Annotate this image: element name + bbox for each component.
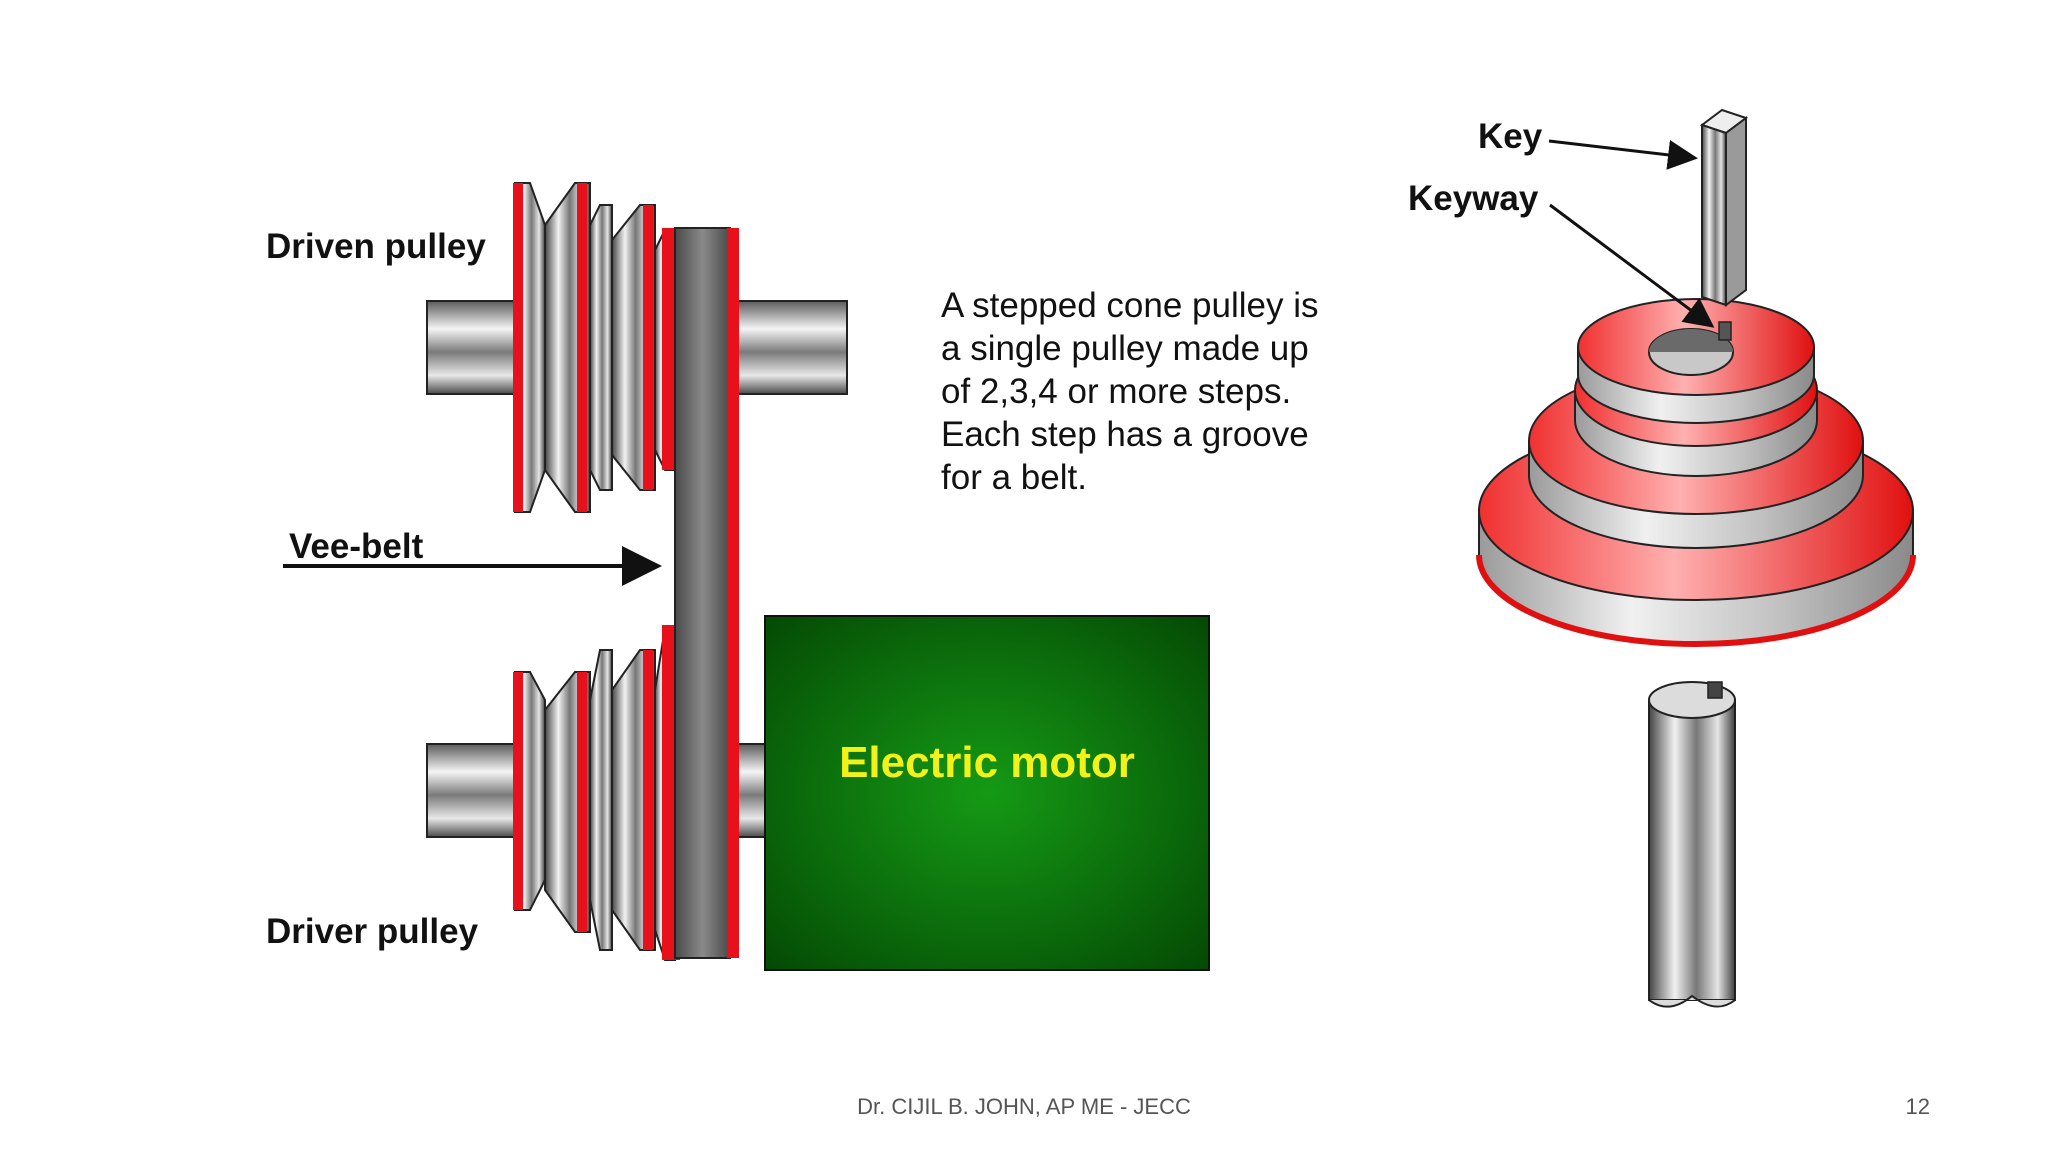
keyed-shaft xyxy=(1648,681,1736,1008)
electric-motor: Electric motor xyxy=(764,615,1210,971)
description-line: a single pulley made up xyxy=(941,329,1309,368)
keyway-arrow xyxy=(1549,203,1715,328)
keyway-label: Keyway xyxy=(1408,179,1539,218)
driver-pulley-label: Driver pulley xyxy=(266,912,479,951)
description-line: of 2,3,4 or more steps. xyxy=(941,372,1292,411)
footer-author: Dr. CIJIL B. JOHN, AP ME - JECC xyxy=(857,1094,1191,1119)
key-part xyxy=(1699,108,1749,307)
description-line: for a belt. xyxy=(941,458,1087,497)
description-text: A stepped cone pulley is a single pulley… xyxy=(941,284,1401,499)
page-number: 12 xyxy=(1905,1094,1930,1119)
electric-motor-label: Electric motor xyxy=(839,738,1135,787)
cone-pulley-drive: Electric motor Driven pulley Vee-belt Dr… xyxy=(266,182,1210,971)
driver-pulley xyxy=(513,625,680,961)
description-line: Each step has a groove xyxy=(941,415,1309,454)
vee-belt xyxy=(674,227,739,959)
driven-pulley-label: Driven pulley xyxy=(266,227,486,266)
keyed-cone-pulley: Key Keyway xyxy=(1408,108,1916,1008)
key-label: Key xyxy=(1478,117,1543,156)
vee-belt-label: Vee-belt xyxy=(289,527,424,566)
description-line: A stepped cone pulley is xyxy=(941,286,1319,325)
keyway-slot xyxy=(1718,321,1732,341)
driven-pulley xyxy=(513,182,680,513)
key-arrow xyxy=(1548,139,1698,170)
